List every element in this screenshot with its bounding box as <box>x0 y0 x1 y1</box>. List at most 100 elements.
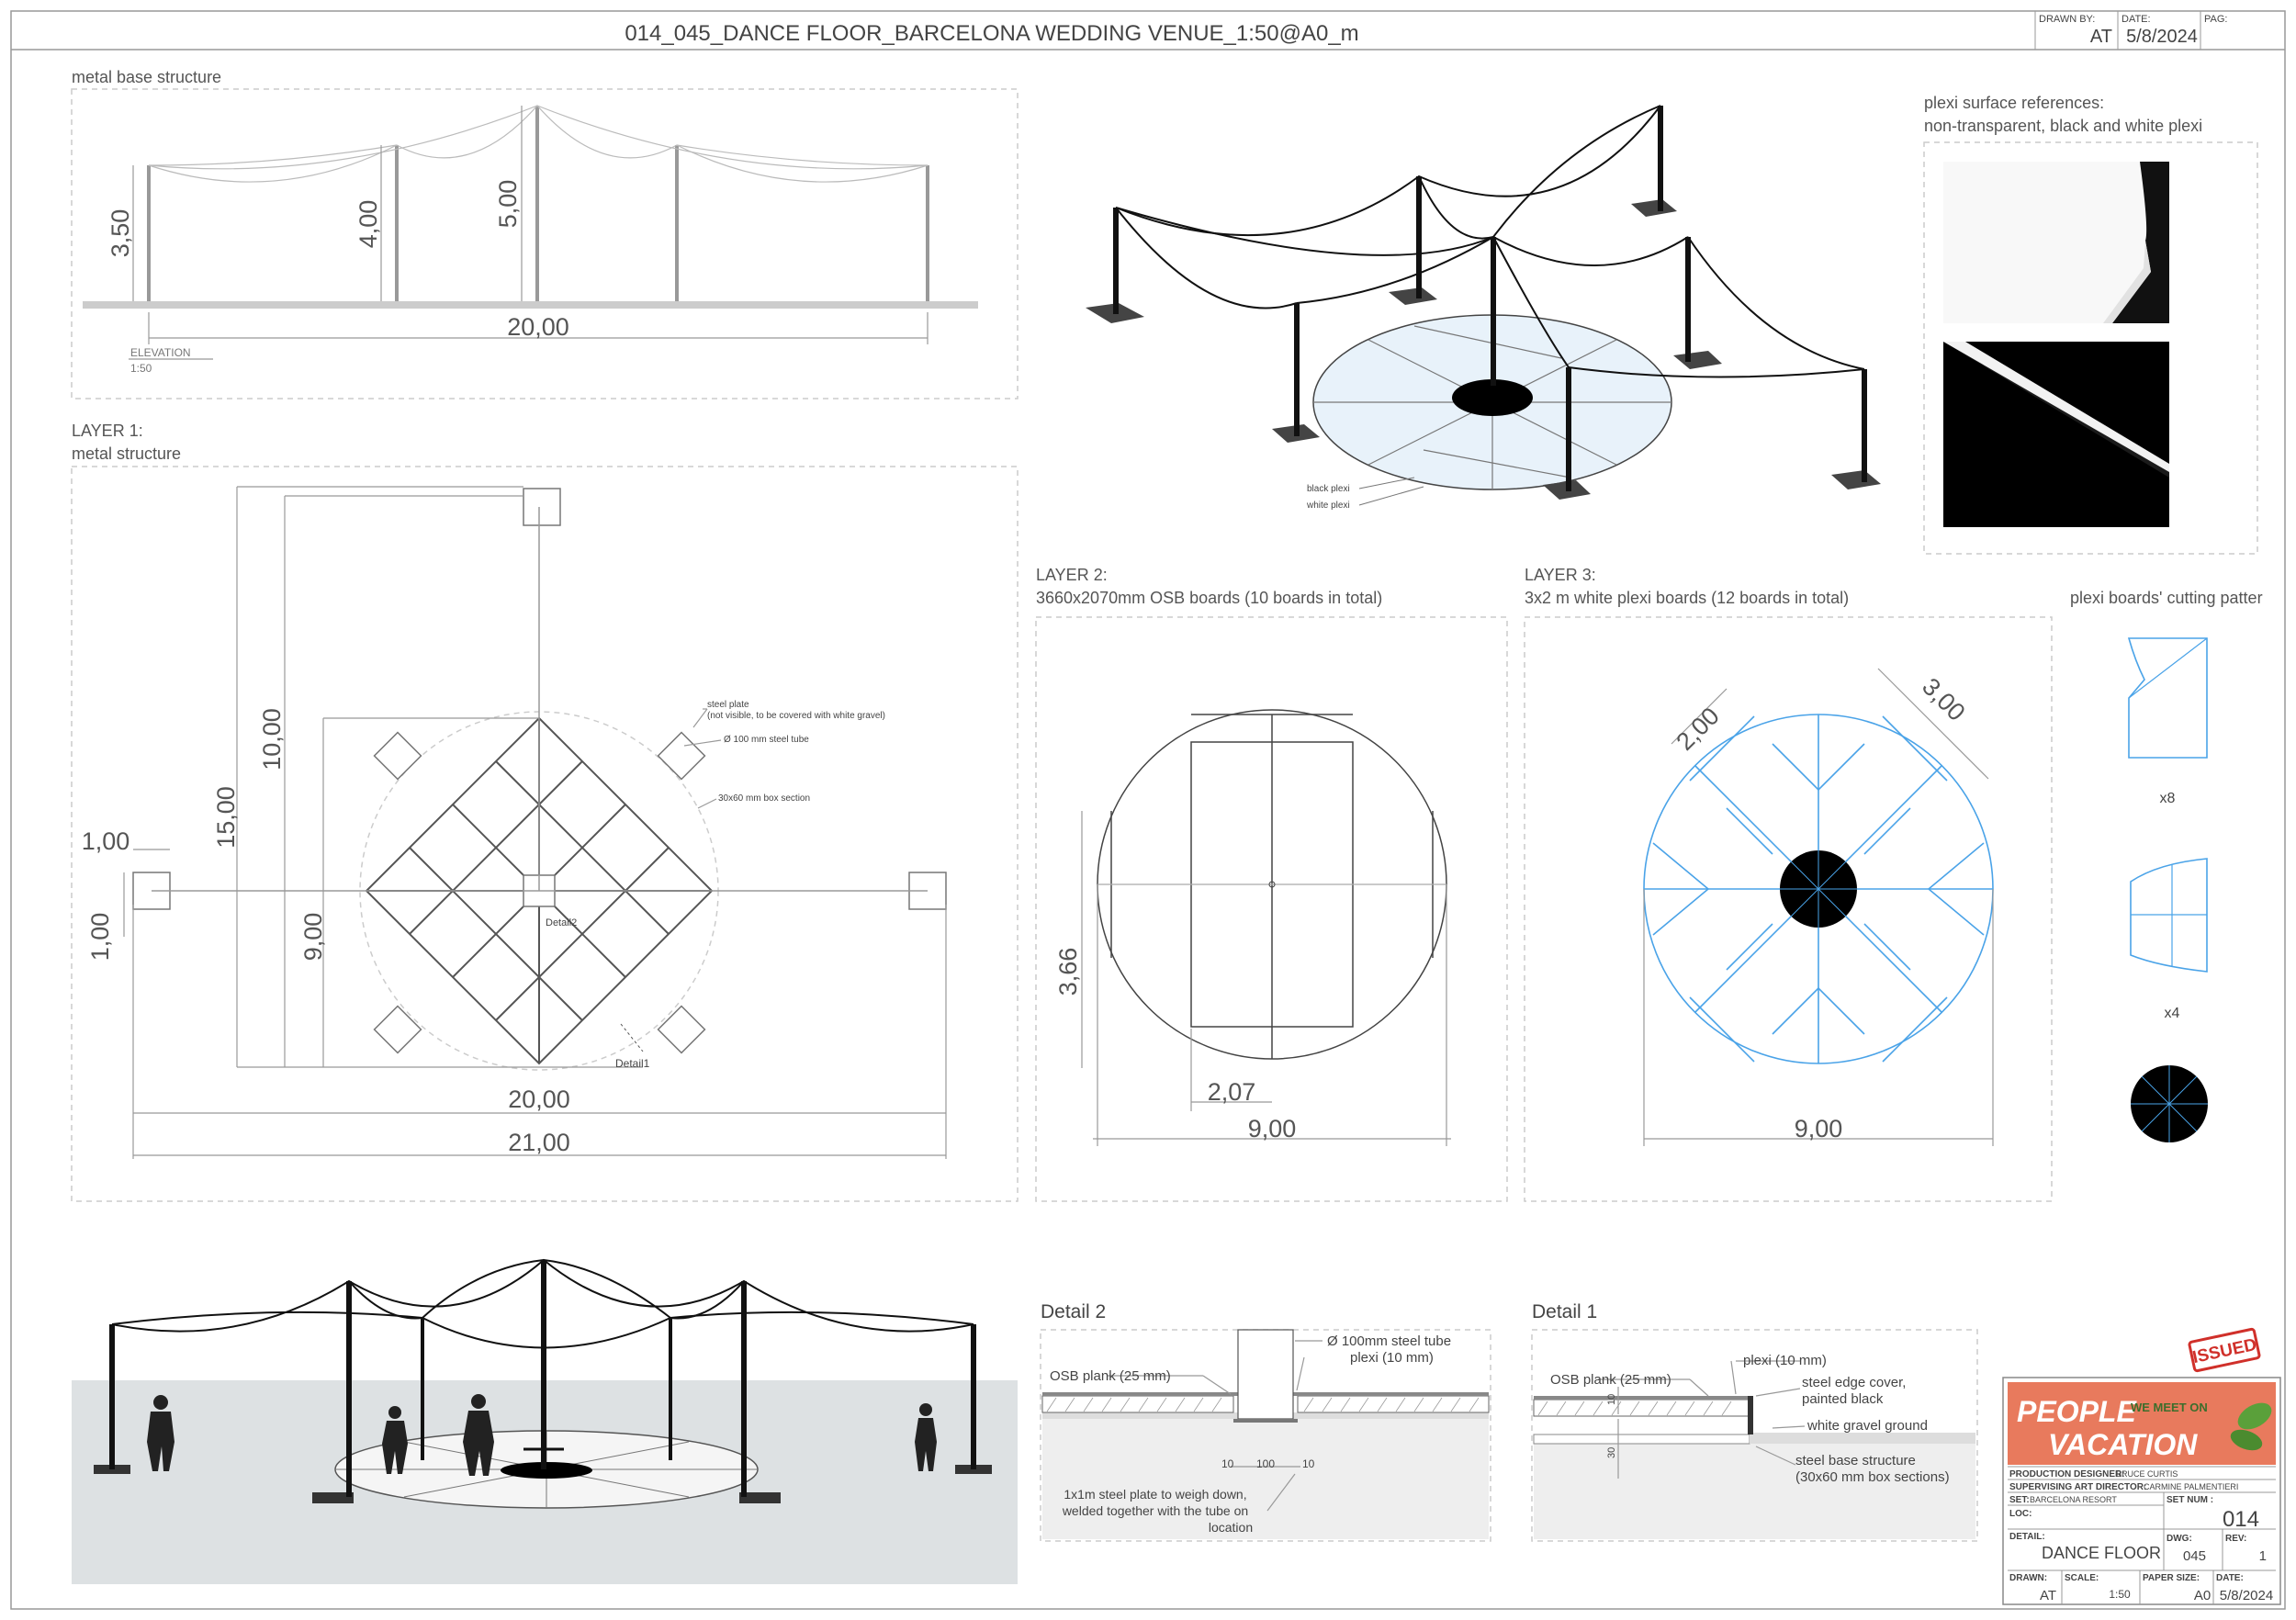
elevation-caption: ELEVATION <box>130 346 191 359</box>
dim-elevation-h2: 4,00 <box>355 200 382 249</box>
detail1-base-line1: steel base structure <box>1795 1453 1916 1468</box>
dim-layer1-9: 9,00 <box>299 913 327 962</box>
tb-paper-label: PAPER SIZE: <box>2143 1573 2200 1583</box>
detail1-frame <box>1531 1329 1978 1542</box>
detail1-edge-line2: painted black <box>1802 1391 1884 1407</box>
cutting-x4: x4 <box>2165 1006 2180 1021</box>
tb-set-value: BARCELONA RESORT <box>2030 1495 2117 1504</box>
layer1-frame <box>71 466 1019 1202</box>
tb-pd-value: BRUCE CURTIS <box>2116 1469 2178 1479</box>
detail2-plate-line2: welded together with the tube on <box>1062 1503 1248 1518</box>
dim-layer2-diameter: 9,00 <box>1248 1115 1297 1142</box>
tb-scale-label: SCALE: <box>2065 1573 2099 1583</box>
tb-loc-label: LOC: <box>2009 1509 2032 1519</box>
note-detail1: Detail1 <box>615 1057 650 1070</box>
detail1-section: OSB plank (25 mm) plexi (10 mm) steel ed… <box>1533 1353 1975 1539</box>
detail1-title: Detail 1 <box>1532 1301 1597 1322</box>
leaf-icon-2 <box>2230 1429 2263 1451</box>
logo-line3: WE MEET ON <box>2131 1401 2208 1414</box>
layer1-plan: 20,00 21,00 1,00 1,00 15,00 10,00 9,00 s… <box>82 486 947 1159</box>
detail1-osb-label: OSB plank (25 mm) <box>1550 1372 1671 1388</box>
elevation-scale: 1:50 <box>130 362 152 375</box>
note-detail2: Detail2 <box>546 917 577 928</box>
plexi-refs-line1: plexi surface references: <box>1924 94 2104 112</box>
brand-logo-background <box>2008 1382 2276 1465</box>
dim-layer2-width: 2,07 <box>1208 1078 1256 1106</box>
dim-layer3-3: 3,00 <box>1917 672 1970 726</box>
layer1-title: LAYER 1: <box>72 422 143 440</box>
dim-layer1-15: 15,00 <box>212 786 240 849</box>
note-box-section: 30x60 mm box section <box>718 793 810 804</box>
tb-setnum-value: 014 <box>2223 1507 2259 1532</box>
dim-layer2-height: 3,66 <box>1054 948 1082 996</box>
detail2-section: OSB plank (25 mm) Ø 100mm steel tube ple… <box>1041 1329 1490 1539</box>
detail2-plate-line3: location <box>1209 1520 1253 1535</box>
leaf-icon <box>2237 1402 2272 1430</box>
dim-layer1-10: 10,00 <box>258 708 286 771</box>
dim-elevation-width: 20,00 <box>507 313 569 341</box>
brand-logo: PEOPLE VACATION WE MEET ON <box>2017 1395 2272 1461</box>
layer2-frame <box>1035 616 1508 1202</box>
note-steel-plate-sub: (not visible, to be covered with white g… <box>707 711 885 721</box>
logo-line2: VACATION <box>2048 1428 2198 1461</box>
detail2-plate-line1: 1x1m steel plate to weigh down, <box>1064 1487 1246 1502</box>
title-block: PEOPLE VACATION WE MEET ON PRODUCTION DE… <box>2002 1377 2281 1605</box>
tb-date-value: 5/8/2024 <box>2220 1588 2273 1603</box>
tb-scale-value: 1:50 <box>2109 1588 2131 1601</box>
detail2-dim-100: 100 <box>1256 1457 1275 1470</box>
iso-white-plexi-label: white plexi <box>1306 501 1350 511</box>
dim-layer3-diameter: 9,00 <box>1795 1115 1843 1142</box>
detail1-base-line2: (30x60 mm box sections) <box>1795 1469 1950 1485</box>
detail2-osb-label: OSB plank (25 mm) <box>1050 1368 1171 1384</box>
tb-sad-label: SUPERVISING ART DIRECTOR: <box>2009 1482 2146 1492</box>
dim-layer1-20: 20,00 <box>508 1086 570 1113</box>
iso-view: black plexi white plexi <box>1086 105 1881 511</box>
detail1-plexi-label: plexi (10 mm) <box>1743 1353 1827 1368</box>
plexi-black-sample <box>1943 342 2169 527</box>
tb-paper-value: A0 <box>2194 1588 2211 1603</box>
layer3-title: LAYER 3: <box>1525 566 1596 584</box>
issued-stamp: ISSUED <box>2188 1327 2261 1373</box>
layer2-plan: 9,00 2,07 3,66 <box>1054 709 1451 1146</box>
cutting-pattern: x8 x4 <box>2127 637 2208 1142</box>
perspective-render <box>72 1258 1018 1584</box>
tb-detail-label: DETAIL: <box>2009 1532 2045 1542</box>
tb-setnum-label: SET NUM : <box>2167 1495 2213 1505</box>
layer2-subtitle: 3660x2070mm OSB boards (10 boards in tot… <box>1036 589 1382 607</box>
drawn-by-value: AT <box>2090 27 2112 47</box>
tb-sad-value: CARMINE PALMENTIERI <box>2144 1482 2238 1491</box>
date-label: DATE: <box>2122 14 2151 25</box>
elevation-drawing: 20,00 3,50 4,00 5,00 ELEVATION 1:50 <box>83 105 978 375</box>
note-steel-plate: steel plate <box>707 700 749 710</box>
date-value: 5/8/2024 <box>2126 27 2198 47</box>
sheet-title: 014_045_DANCE FLOOR_BARCELONA WEDDING VE… <box>625 21 1358 46</box>
detail2-title: Detail 2 <box>1041 1301 1106 1322</box>
elevation-section-label: metal base structure <box>72 68 221 86</box>
tb-rev-value: 1 <box>2259 1548 2267 1564</box>
cutting-x8: x8 <box>2160 791 2176 806</box>
layer2-title: LAYER 2: <box>1036 566 1108 584</box>
detail2-dim-10a: 10 <box>1221 1457 1234 1470</box>
elevation-frame <box>71 88 1019 399</box>
logo-line1: PEOPLE <box>2017 1395 2137 1428</box>
tb-detail-value: DANCE FLOOR <box>2042 1544 2161 1562</box>
detail2-plexi-label: plexi (10 mm) <box>1350 1350 1434 1366</box>
detail2-dim-10b: 10 <box>1302 1457 1315 1470</box>
tb-drawn-label: DRAWN: <box>2009 1573 2047 1583</box>
dim-layer1-21: 21,00 <box>508 1129 570 1156</box>
detail1-edge-line1: steel edge cover, <box>1802 1375 1906 1390</box>
page-label: PAG: <box>2204 14 2227 25</box>
tb-rev-label: REV: <box>2225 1534 2246 1544</box>
plexi-refs-frame <box>1923 141 2258 555</box>
tb-dwg-label: DWG: <box>2167 1534 2192 1544</box>
note-steel-tube: Ø 100 mm steel tube <box>724 735 809 745</box>
detail1-dim-10: 10 <box>1606 1394 1617 1405</box>
layer3-subtitle: 3x2 m white plexi boards (12 boards in t… <box>1525 589 1849 607</box>
cutting-pattern-title: plexi boards' cutting patter <box>2070 589 2263 607</box>
drawn-by-label: DRAWN BY: <box>2039 14 2095 25</box>
detail2-tube-label: Ø 100mm steel tube <box>1327 1333 1451 1349</box>
tb-drawn-value: AT <box>2040 1588 2056 1603</box>
detail1-gravel-label: white gravel ground <box>1806 1418 1928 1434</box>
iso-black-plexi-label: black plexi <box>1307 484 1350 494</box>
